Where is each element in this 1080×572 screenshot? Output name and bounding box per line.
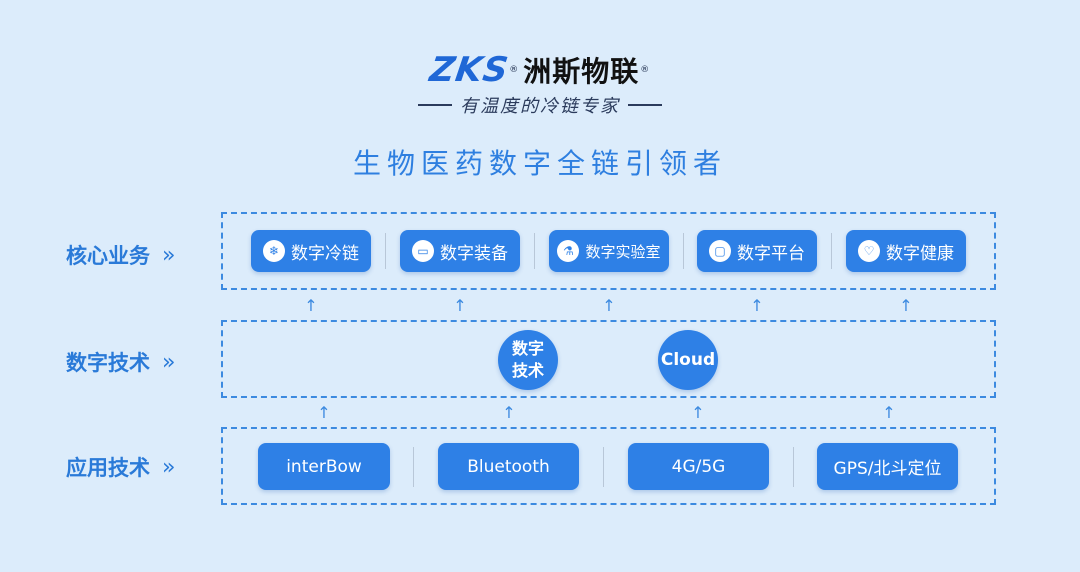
cloud-circle[interactable]: Cloud xyxy=(658,330,718,390)
core-item-cold-chain[interactable]: ❄ 数字冷链 xyxy=(251,230,371,272)
core-item-label: 数字平台 xyxy=(737,243,805,264)
digital-tech-circle[interactable]: 数字 技术 xyxy=(498,330,558,390)
digital-box xyxy=(221,320,996,398)
snowflake-icon: ❄ xyxy=(263,240,285,262)
core-box xyxy=(221,212,996,290)
row-label-application: 应用技术 » xyxy=(66,452,216,482)
separator xyxy=(831,233,832,269)
slogan-divider-left xyxy=(418,104,452,106)
separator xyxy=(413,447,414,487)
slogan-row: 有温度的冷链专家 xyxy=(0,92,1080,118)
app-item-gps[interactable]: GPS/北斗定位 xyxy=(817,443,958,490)
arrow-up-icon: ↑ xyxy=(602,296,616,315)
core-item-platform[interactable]: ▢ 数字平台 xyxy=(697,230,817,272)
arrow-up-icon: ↑ xyxy=(899,296,913,315)
row-label-core: 核心业务 » xyxy=(66,240,216,270)
arrow-up-icon: ↑ xyxy=(750,296,764,315)
chevron-right-icon: » xyxy=(162,454,176,480)
slogan: 有温度的冷链专家 xyxy=(460,96,620,117)
core-item-label: 数字装备 xyxy=(440,243,508,264)
app-item-4g5g[interactable]: 4G/5G xyxy=(628,443,769,490)
separator xyxy=(534,233,535,269)
arrow-up-icon: ↑ xyxy=(691,403,705,422)
separator xyxy=(603,447,604,487)
device-icon: ▭ xyxy=(412,240,434,262)
flask-icon: ⚗ xyxy=(557,240,580,262)
arrow-up-icon: ↑ xyxy=(304,296,318,315)
arrow-up-icon: ↑ xyxy=(317,403,331,422)
headline: 生物医药数字全链引领者 xyxy=(352,147,727,180)
app-item-bluetooth[interactable]: Bluetooth xyxy=(438,443,579,490)
registered-mark-2: ® xyxy=(640,65,650,75)
arrow-up-icon: ↑ xyxy=(502,403,516,422)
arrow-up-icon: ↑ xyxy=(882,403,896,422)
brand-logo: ZKS ® 洲斯物联 ® xyxy=(0,50,1080,90)
arrow-up-icon: ↑ xyxy=(453,296,467,315)
application-box xyxy=(221,427,996,505)
registered-mark: ® xyxy=(509,65,519,75)
separator xyxy=(385,233,386,269)
core-item-label: 数字实验室 xyxy=(585,242,661,261)
brand-name: 洲斯物联 xyxy=(523,55,640,88)
app-item-interbow[interactable]: interBow xyxy=(258,443,390,490)
row-label-application-text: 应用技术 xyxy=(66,456,150,480)
row-label-digital-text: 数字技术 xyxy=(66,351,150,375)
core-item-label: 数字冷链 xyxy=(291,243,359,264)
core-item-equipment[interactable]: ▭ 数字装备 xyxy=(400,230,520,272)
core-item-health[interactable]: ♡ 数字健康 xyxy=(846,230,966,272)
core-item-laboratory[interactable]: ⚗ 数字实验室 xyxy=(549,230,669,272)
slogan-divider-right xyxy=(628,104,662,106)
heart-icon: ♡ xyxy=(858,240,880,262)
monitor-icon: ▢ xyxy=(709,240,731,262)
separator xyxy=(683,233,684,269)
logo-text: ZKS xyxy=(426,50,512,90)
row-label-core-text: 核心业务 xyxy=(66,244,150,268)
separator xyxy=(793,447,794,487)
chevron-right-icon: » xyxy=(162,349,176,375)
row-label-digital: 数字技术 » xyxy=(66,347,216,377)
chevron-right-icon: » xyxy=(162,242,176,268)
core-item-label: 数字健康 xyxy=(886,243,954,264)
